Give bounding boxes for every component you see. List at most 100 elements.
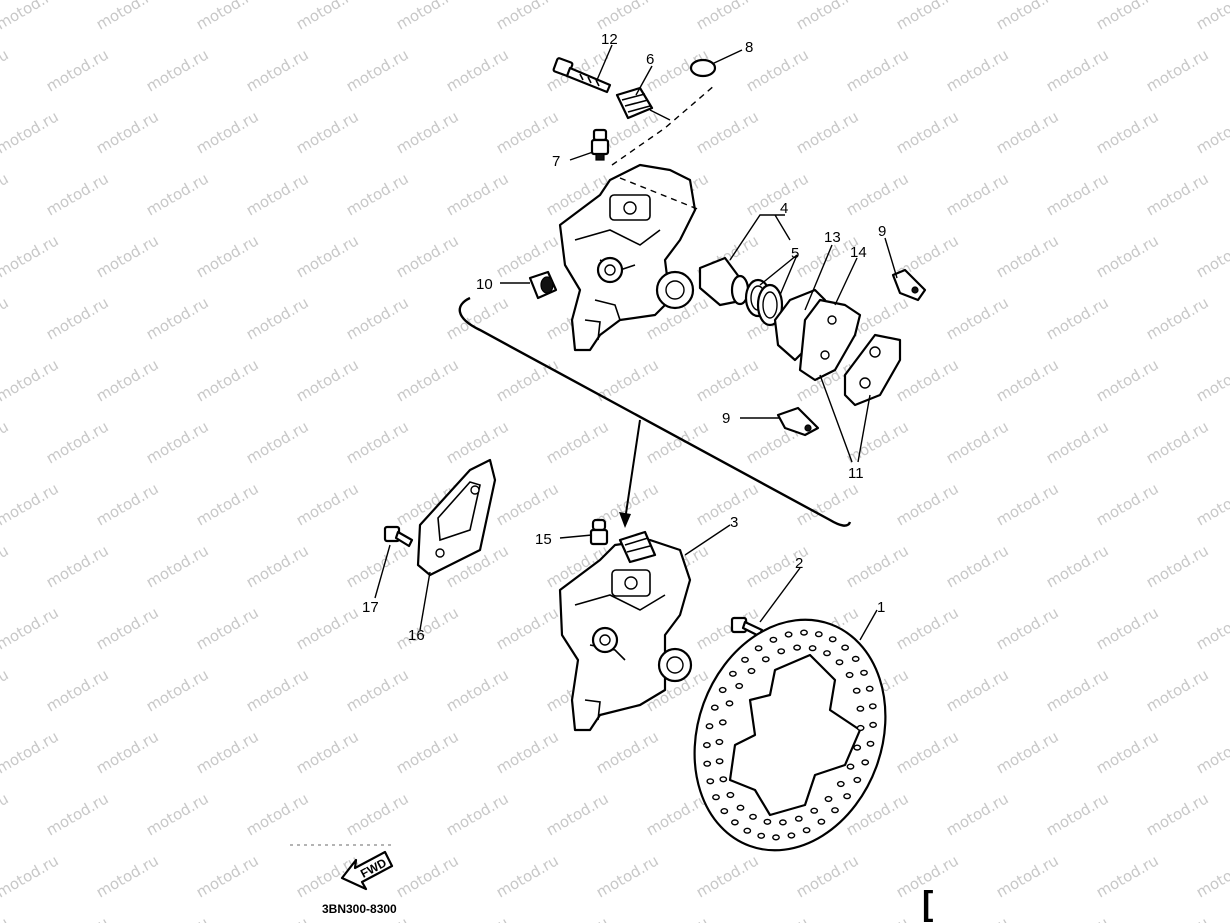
disc-vent-hole: [718, 719, 727, 726]
disc-vent-hole: [869, 721, 877, 729]
bleed-cap-15: [589, 518, 609, 546]
brake-disc-vent-holes: [703, 629, 877, 841]
callout-5: 5: [791, 245, 799, 262]
callout-labels: 1 2 3 4 5 6 7 8 9 9 10 11 12 13 14 15 16…: [362, 31, 886, 644]
disc-vent-hole: [810, 807, 819, 814]
disc-vent-hole: [761, 656, 770, 663]
disc-vent-hole: [747, 667, 756, 675]
piston-4: [698, 256, 750, 307]
disc-vent-hole: [749, 813, 757, 820]
callout-9-lower: 9: [722, 410, 730, 427]
callout-16: 16: [408, 627, 425, 644]
callout-14: 14: [850, 244, 867, 261]
disc-vent-hole: [772, 834, 780, 841]
diagram-code: 3BN300-8300: [322, 902, 397, 916]
disc-vent-hole: [726, 791, 735, 799]
disc-vent-hole: [769, 636, 778, 643]
pad-11: [843, 333, 902, 407]
callout-3: 3: [730, 514, 738, 531]
disc-vent-hole: [703, 760, 712, 767]
disc-vent-hole: [719, 776, 728, 783]
disc-vent-hole: [741, 656, 749, 663]
disc-vent-hole: [824, 795, 833, 803]
bolt-17: [383, 525, 414, 548]
disc-vent-hole: [794, 815, 803, 822]
callout-7: 7: [552, 153, 560, 170]
pad-spring-9-upper: [891, 268, 927, 302]
disc-vent-hole: [720, 807, 729, 815]
disc-vent-hole: [846, 763, 855, 770]
callout-9-upper: 9: [878, 223, 886, 240]
callout-10: 10: [476, 276, 493, 293]
seal-5: [744, 278, 784, 327]
disc-vent-hole: [853, 776, 862, 784]
upper-caliper-body: [558, 163, 697, 352]
disc-vent-hole: [736, 804, 745, 811]
disc-vent-hole: [715, 738, 724, 746]
callout-13: 13: [824, 229, 841, 246]
disc-vent-hole: [712, 794, 720, 801]
disc-vent-hole: [808, 645, 817, 652]
disc-vent-hole: [725, 700, 734, 707]
callout-2: 2: [795, 555, 803, 572]
disc-vent-hole: [754, 645, 763, 652]
disc-vent-hole: [718, 686, 727, 694]
disc-vent-hole: [845, 671, 854, 679]
disc-vent-hole: [703, 741, 711, 749]
brake-disc-1: [693, 618, 887, 852]
disc-vent-hole: [757, 832, 766, 839]
boot-6: [615, 86, 671, 121]
disc-vent-hole: [814, 631, 823, 638]
disc-vent-hole: [831, 807, 839, 814]
bolt-12: [552, 57, 612, 94]
bushing-10: [528, 270, 558, 300]
disc-vent-hole: [777, 648, 786, 655]
disc-vent-hole: [705, 723, 714, 730]
disc-vent-hole: [868, 703, 877, 710]
pad-spring-9-lower: [776, 406, 820, 437]
callout-12: 12: [601, 31, 618, 48]
disc-vent-hole: [729, 670, 737, 677]
disc-vent-hole: [861, 759, 870, 766]
disc-vent-hole: [860, 669, 868, 676]
callout-6: 6: [646, 51, 654, 68]
disc-vent-hole: [731, 819, 739, 826]
callout-11: 11: [848, 465, 864, 482]
assembly-bracket-curve: [458, 296, 852, 527]
disc-vent-hole: [836, 780, 845, 788]
lower-caliper-assembly: [558, 530, 693, 732]
disc-vent-hole: [793, 644, 801, 651]
protector-plate-16: [416, 458, 497, 577]
disc-vent-hole: [853, 744, 862, 751]
pad-pin-dashes: [611, 84, 716, 211]
callout-4: 4: [780, 200, 788, 217]
disc-vent-hole: [802, 827, 811, 834]
disc-vent-hole: [763, 818, 772, 825]
disc-vent-hole: [823, 650, 831, 657]
disc-vent-hole: [856, 705, 865, 712]
forward-arrow: FWD: [290, 844, 395, 891]
disc-vent-hole: [800, 629, 808, 636]
disc-vent-hole: [787, 832, 796, 839]
disc-vent-hole: [743, 827, 752, 834]
disc-vent-hole: [865, 685, 874, 692]
disc-vent-hole: [835, 659, 844, 666]
disc-vent-hole: [715, 758, 724, 765]
callout-8: 8: [745, 39, 753, 56]
disc-vent-hole: [779, 819, 787, 826]
assembly-arrow: [619, 419, 641, 528]
disc-vent-hole: [866, 740, 875, 747]
cap-8: [689, 58, 717, 78]
corner-mark: [: [922, 885, 933, 923]
pad-14: [798, 298, 862, 382]
disc-vent-hole: [784, 631, 793, 638]
disc-vent-hole: [828, 636, 837, 643]
bleed-screw-7: [590, 128, 610, 161]
disc-vent-hole: [735, 682, 744, 690]
callout-17: 17: [362, 599, 379, 616]
disc-vent-hole: [841, 644, 849, 651]
disc-vent-hole: [852, 687, 861, 694]
